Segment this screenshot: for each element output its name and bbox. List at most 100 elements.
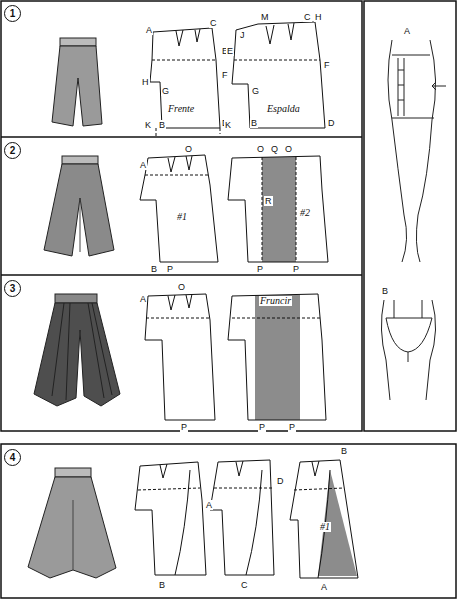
point-letter: P — [180, 422, 188, 432]
pattern-piece — [294, 488, 344, 490]
point-letter: P — [288, 422, 296, 432]
pattern-piece — [246, 470, 262, 575]
pattern-piece — [145, 175, 210, 176]
pattern-piece — [175, 470, 190, 575]
pattern-piece — [232, 22, 325, 128]
point-letter: B — [250, 118, 258, 128]
figure-sketch — [394, 300, 422, 318]
point-letter: H — [141, 77, 150, 87]
pattern-piece — [146, 318, 210, 319]
figure-sketch — [386, 318, 432, 362]
pattern-piece — [318, 470, 357, 576]
garment-sketch — [62, 156, 98, 164]
pattern-piece — [262, 157, 296, 262]
pattern-piece — [168, 156, 192, 172]
pattern-piece — [176, 29, 200, 46]
point-letter: H — [314, 12, 323, 22]
point-letter: C — [303, 12, 312, 22]
point-letter: O — [284, 144, 293, 154]
panel-frame — [364, 1, 456, 431]
piece-name: #1 — [319, 522, 331, 532]
callout-circle: 1 — [4, 5, 21, 22]
pattern-piece — [232, 318, 320, 319]
piece-name: Espalda — [266, 104, 301, 114]
point-letter: P — [292, 264, 300, 274]
point-letter: P — [256, 264, 264, 274]
pattern-piece — [266, 23, 294, 44]
point-letter: P — [258, 422, 266, 432]
point-letter: J — [239, 30, 246, 40]
point-letter: C — [240, 580, 249, 590]
figure-sketch — [398, 58, 404, 116]
point-letter: B — [340, 446, 348, 456]
callout-number: 4 — [10, 452, 16, 463]
garment-sketch — [52, 46, 102, 126]
point-letter: A — [139, 160, 147, 170]
point-letter: O — [184, 144, 193, 154]
point-letter: K — [144, 120, 152, 130]
point-letter: M — [260, 12, 270, 22]
point-letter: A — [145, 25, 153, 35]
point-letter: B — [381, 286, 389, 296]
garment-sketch — [60, 38, 96, 46]
figure-sketch — [392, 55, 434, 118]
point-letter: A — [320, 582, 328, 592]
pattern-piece — [145, 294, 215, 420]
pattern-piece — [290, 460, 358, 578]
figure-sketch — [388, 40, 436, 262]
pattern-piece — [228, 294, 326, 420]
point-letter: A — [403, 26, 411, 36]
point-letter: R — [264, 196, 273, 206]
garment-sketch — [28, 477, 116, 578]
pattern-piece — [312, 461, 319, 476]
pattern-piece — [140, 155, 218, 262]
point-letter: P — [166, 264, 174, 274]
point-letter: O — [177, 282, 186, 292]
pattern-piece — [318, 470, 330, 578]
pattern-piece — [214, 488, 272, 489]
figure-sketch — [381, 300, 435, 400]
point-letter: A — [205, 500, 213, 510]
garment-sketch — [73, 500, 74, 570]
pattern-piece — [210, 460, 274, 575]
callout-circle: 4 — [4, 449, 21, 466]
panel-frame — [1, 274, 362, 276]
panel-frame — [1, 1, 362, 431]
point-letter: G — [161, 86, 170, 96]
pattern-piece — [234, 60, 320, 61]
point-letter: B — [158, 120, 166, 130]
garment-sketch — [34, 303, 120, 406]
pattern-piece — [255, 295, 300, 420]
pattern-piece — [135, 22, 358, 578]
garment-sketch — [44, 164, 114, 256]
figure-sketch — [432, 82, 446, 90]
point-letter: D — [327, 118, 336, 128]
point-letter: F — [323, 60, 331, 70]
callout-number: 3 — [10, 283, 16, 294]
pattern-piece — [150, 28, 220, 128]
point-letter: B — [158, 580, 166, 590]
point-letter: O — [256, 144, 265, 154]
pattern-piece — [236, 461, 243, 476]
piece-name: #1 — [176, 212, 188, 222]
point-letter: K — [224, 120, 232, 130]
pattern-piece — [138, 488, 200, 490]
pattern-piece — [135, 462, 206, 575]
pattern-piece — [168, 294, 192, 310]
pattern-piece — [152, 60, 220, 136]
garment-sketch — [52, 303, 112, 400]
piece-name: Fruncir — [259, 296, 292, 306]
point-letter: D — [276, 476, 285, 486]
piece-name: Frente — [167, 104, 195, 114]
garment-sketch — [80, 198, 81, 252]
point-letter: C — [209, 18, 218, 28]
point-letter: Q — [270, 144, 279, 154]
point-letter: E — [226, 46, 234, 56]
point-letter: G — [251, 86, 260, 96]
pattern-piece — [228, 156, 328, 262]
callout-number: 2 — [10, 145, 16, 156]
point-letter: F — [221, 70, 229, 80]
